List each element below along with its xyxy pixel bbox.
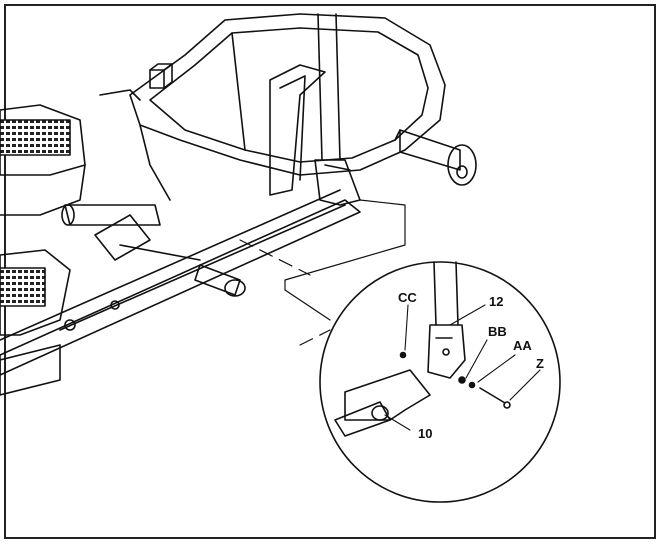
detail-point-cc <box>399 351 407 359</box>
projection-lines <box>239 239 331 346</box>
leader-lines <box>384 304 541 431</box>
upper-pedal <box>0 89 141 216</box>
label-aa: AA <box>513 338 532 353</box>
lower-pedal <box>0 249 71 396</box>
console-knob <box>149 63 173 89</box>
detail-circle <box>319 261 561 503</box>
upright-post <box>314 13 361 206</box>
floor-outline <box>284 199 406 321</box>
label-12: 12 <box>489 294 503 309</box>
detail-hardware <box>458 376 511 409</box>
base-tubes <box>61 204 246 297</box>
label-bb: BB <box>488 324 507 339</box>
label-10: 10 <box>418 426 432 441</box>
console-shroud <box>129 13 446 201</box>
detail-base <box>334 369 431 437</box>
rear-axle <box>394 129 477 186</box>
detail-upright <box>427 261 466 379</box>
handle-arm <box>269 64 326 196</box>
label-z: Z <box>536 356 544 371</box>
label-cc: CC <box>398 290 417 305</box>
main-rail <box>0 189 361 376</box>
